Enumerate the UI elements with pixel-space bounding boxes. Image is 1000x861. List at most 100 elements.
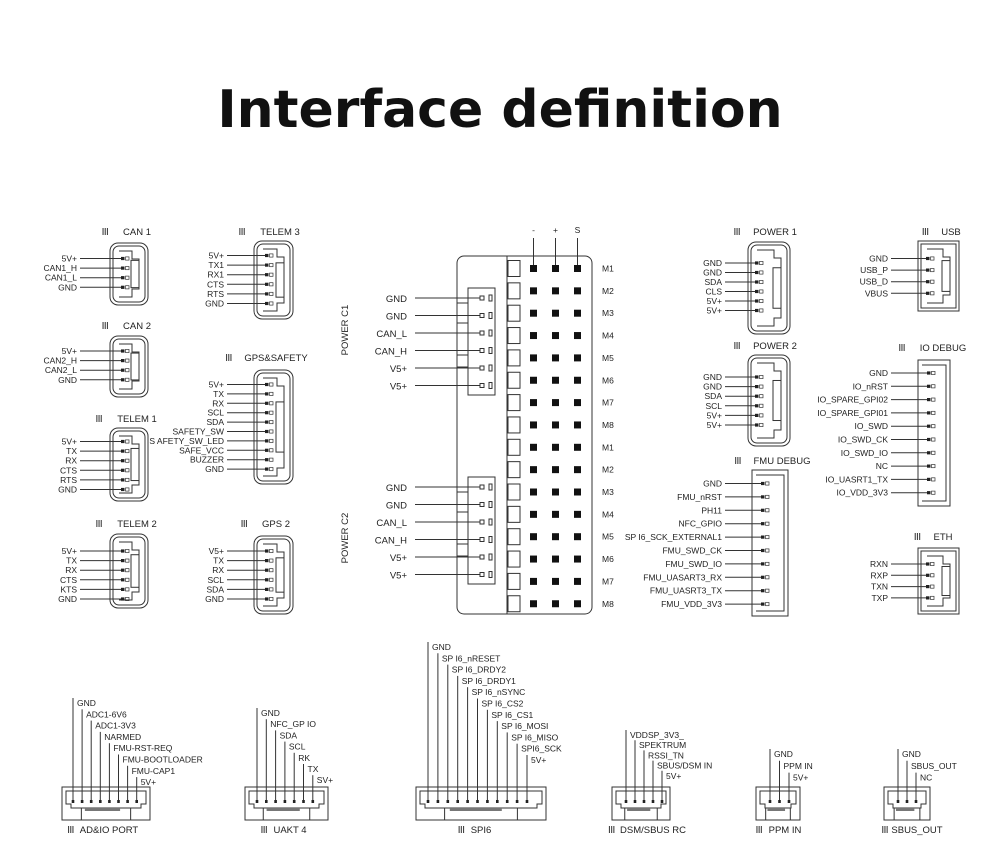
connector-title: POWER 2 (753, 341, 797, 352)
pin-contact (926, 291, 930, 295)
pin-label: V5+ (209, 546, 224, 556)
pin-socket (488, 312, 493, 319)
connector-housing (253, 240, 294, 320)
connector-icon (241, 520, 247, 527)
pin-label: CTS (60, 575, 77, 585)
motor-row-label: M2 (602, 465, 614, 475)
pin-label: TX1 (208, 260, 224, 270)
motor-pin (552, 488, 559, 496)
pin-label: TX (66, 446, 77, 456)
connector-housing-inner (256, 243, 291, 317)
pin-socket (125, 577, 130, 582)
pin-contact (265, 282, 269, 286)
connector-inner (615, 790, 667, 809)
connector-key (449, 808, 502, 811)
motor-pin (574, 265, 581, 272)
pin-socket (269, 429, 274, 434)
pin-label: 5V+ (209, 380, 224, 390)
pin-contact (479, 348, 485, 353)
pin-socket (125, 256, 130, 261)
page-title: Interface definition (217, 80, 783, 140)
pin-socket (269, 577, 274, 582)
pin-socket (488, 536, 493, 543)
icon-bar (919, 533, 921, 540)
icon-bar (734, 228, 736, 235)
pin-socket (765, 508, 770, 513)
pin-label: SDA (705, 277, 723, 287)
motor-row-label: M1 (602, 264, 614, 274)
pin-label: GND (58, 485, 77, 495)
pin-contact (302, 800, 305, 803)
icon-bar (927, 228, 929, 235)
connector-icon (735, 457, 741, 464)
motor-row-label: M5 (602, 532, 614, 542)
connector-title: TELEM 1 (117, 414, 157, 425)
motor-pin (574, 577, 581, 585)
pin-contact (505, 800, 509, 803)
pin-socket (125, 549, 130, 553)
pin-socket (269, 448, 274, 453)
connector-title: CAN 2 (123, 321, 151, 332)
motor-pin (552, 354, 559, 362)
pin-label: GND (386, 483, 407, 494)
pin-contact (927, 477, 931, 481)
connector-latch (456, 354, 469, 368)
pin-contact (761, 535, 765, 539)
pin-label: SP I6_CS2 (482, 699, 524, 709)
motor-pin (552, 600, 559, 608)
pin-socket (765, 494, 770, 499)
icon-bar (463, 826, 465, 833)
pin-socket (125, 558, 130, 563)
pin-label: USB_D (860, 277, 888, 287)
pin-label: NARMED (104, 732, 141, 742)
connector-housing (917, 547, 960, 615)
pin-socket (931, 437, 936, 442)
pin-socket (269, 438, 274, 443)
icon-bar (102, 228, 104, 235)
motor-column-label: S (575, 225, 581, 235)
pin-contact (476, 800, 479, 803)
pin-label: GND (703, 258, 722, 268)
motor-pin (552, 577, 559, 585)
pin-contact (525, 800, 529, 803)
pin-contact (265, 401, 269, 405)
pin-socket (765, 588, 770, 593)
pin-label: PPM IN (784, 761, 813, 771)
icon-bar (882, 826, 884, 833)
pin-label: IO_SPARE_GPI01 (817, 408, 888, 418)
pin-contact (479, 572, 485, 577)
pin-label: 5V+ (209, 251, 224, 261)
icon-bar (611, 826, 613, 833)
pin-label: GND (386, 501, 407, 512)
icon-bar (901, 344, 903, 351)
connector-icon (899, 344, 905, 351)
pin-label: SDA (280, 730, 298, 740)
icon-bar (760, 826, 762, 833)
pin-socket (930, 291, 935, 296)
connector-adio: GNDADC1-6V6ADC1-3V3NARMEDFMU-RST-REQFMU-… (61, 698, 203, 836)
pin-contact (633, 800, 637, 803)
pin-socket (765, 521, 770, 526)
pin-socket (931, 490, 936, 495)
motor-pin (574, 309, 581, 317)
motor-pin (530, 510, 537, 518)
pin-contact (446, 800, 450, 803)
pin-contact (89, 800, 93, 803)
row-tab (507, 483, 521, 501)
connector-title: POWER C1 (340, 305, 351, 356)
pin-label: SCL (207, 575, 224, 585)
pin-label: IO_UASRT1_TX (825, 474, 888, 484)
motor-pin (552, 332, 559, 340)
motor-pin (552, 399, 559, 407)
pin-label: SCL (207, 408, 224, 418)
connector-housing (747, 354, 791, 447)
pin-contact (126, 800, 129, 803)
pin-label: RXP (871, 570, 889, 580)
